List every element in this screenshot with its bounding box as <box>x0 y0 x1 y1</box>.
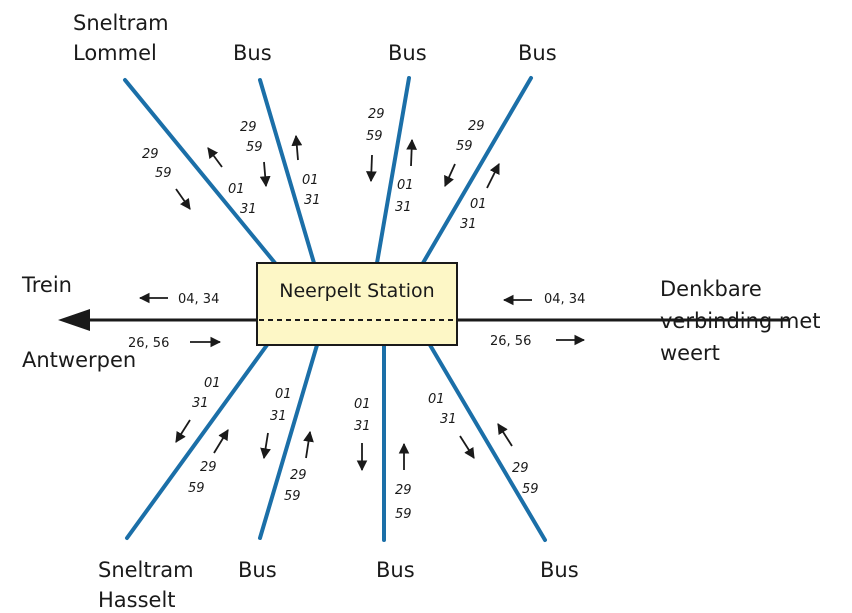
branch-bottom-1-in-1: 29 <box>290 468 307 483</box>
branch-bottom-0-label-2: Hasselt <box>98 588 176 612</box>
branch-bottom-0-in-arrow <box>213 429 229 454</box>
branch-top-2-in-arrow <box>406 138 418 167</box>
branch-top-3-out-2: 59 <box>456 139 473 154</box>
rail-west-lower-numbers: 26, 56 <box>128 336 169 351</box>
branch-top-3-out-1: 29 <box>468 119 485 134</box>
branch-top-3-in-arrow <box>486 163 500 189</box>
branch-top-1-in-2: 31 <box>304 193 321 208</box>
rail-east-label-1: Denkbare <box>660 277 762 301</box>
branch-top-1-out-2: 59 <box>246 140 263 155</box>
branch-top-1-out-1: 29 <box>240 120 257 135</box>
rail-east-label-3: weert <box>660 341 720 365</box>
branch-bottom-3-label: Bus <box>540 558 579 582</box>
branch-top-3-in-1: 01 <box>470 197 487 212</box>
branch-bottom-3-in-1: 29 <box>512 461 529 476</box>
branch-bus-top-1 <box>258 78 316 265</box>
branch-bottom-1-out-arrow <box>260 432 271 460</box>
rail-west-arrowhead <box>58 309 90 331</box>
branch-sneltram-hasselt <box>125 343 269 540</box>
rail-east-upper-numbers: 04, 34 <box>544 292 585 307</box>
rail-west-upper-numbers: 04, 34 <box>178 292 219 307</box>
branch-bottom-2-in-1: 29 <box>395 483 412 498</box>
branch-top-3-out-arrow <box>444 163 456 187</box>
branch-sneltram-lommel <box>123 78 277 265</box>
branch-bottom-3-in-arrow <box>497 423 513 447</box>
branch-bottom-3-out-arrow <box>459 435 475 459</box>
rail-east-lower-numbers: 26, 56 <box>490 334 531 349</box>
branch-top-3-in-2: 31 <box>460 217 477 232</box>
branch-top-2-out-1: 29 <box>368 107 385 122</box>
branch-bus-bottom-1 <box>258 343 319 540</box>
branch-top-2-out-arrow <box>365 154 377 183</box>
branch-top-0-in-1: 01 <box>228 182 245 197</box>
branch-bottom-1-out-2: 31 <box>270 409 287 424</box>
branch-bottom-1-label: Bus <box>238 558 277 582</box>
branch-bottom-1-out-1: 01 <box>275 387 292 402</box>
branch-top-0-label-1: Sneltram <box>73 11 169 35</box>
branch-bottom-2-out-2: 31 <box>354 419 371 434</box>
branch-top-1-in-1: 01 <box>302 173 319 188</box>
branch-bottom-1-in-2: 59 <box>284 489 301 504</box>
branch-top-0-out-2: 59 <box>155 166 172 181</box>
branch-bottom-1-in-arrow <box>303 430 314 459</box>
rail-west-label-trein: Trein <box>21 273 72 297</box>
branch-top-0-in-arrow <box>207 147 223 168</box>
branch-top-2-in-1: 01 <box>397 178 414 193</box>
branch-bus-bottom-3 <box>428 343 547 542</box>
branch-top-1-out-arrow <box>259 161 271 188</box>
branch-top-0-in-2: 31 <box>240 202 257 217</box>
branch-bottom-2-in-2: 59 <box>395 507 412 522</box>
branch-top-1-in-arrow <box>291 134 303 161</box>
branch-top-0-out-1: 29 <box>142 147 159 162</box>
branch-bottom-0-out-2: 31 <box>192 396 209 411</box>
branch-bottom-3-in-2: 59 <box>522 482 539 497</box>
branch-bottom-3-out-1: 01 <box>428 392 445 407</box>
rail-west-label-antwerpen: Antwerpen <box>22 348 136 372</box>
branch-bottom-2-out-1: 01 <box>354 397 371 412</box>
rail-east-label-2: verbinding met <box>660 309 821 333</box>
branch-bottom-0-out-1: 01 <box>204 376 221 391</box>
branch-top-0-label-2: Lommel <box>73 41 157 65</box>
branch-top-1-label: Bus <box>233 41 272 65</box>
branch-bottom-3-out-2: 31 <box>440 412 457 427</box>
branch-top-2-label: Bus <box>388 41 427 65</box>
station-name: Neerpelt Station <box>279 280 434 302</box>
branch-bottom-0-label-1: Sneltram <box>98 558 194 582</box>
branch-bottom-0-in-1: 29 <box>200 460 217 475</box>
branch-bottom-0-in-2: 59 <box>188 481 205 496</box>
branch-bus-top-2 <box>375 76 411 265</box>
branch-top-2-out-2: 59 <box>366 129 383 144</box>
branch-bottom-0-out-arrow <box>175 419 191 443</box>
branch-bottom-2-label: Bus <box>376 558 415 582</box>
branch-top-3-label: Bus <box>518 41 557 65</box>
branch-bus-top-3 <box>421 76 533 265</box>
branch-top-2-in-2: 31 <box>395 200 412 215</box>
station-box <box>256 262 458 346</box>
branch-top-0-out-arrow <box>175 188 191 210</box>
